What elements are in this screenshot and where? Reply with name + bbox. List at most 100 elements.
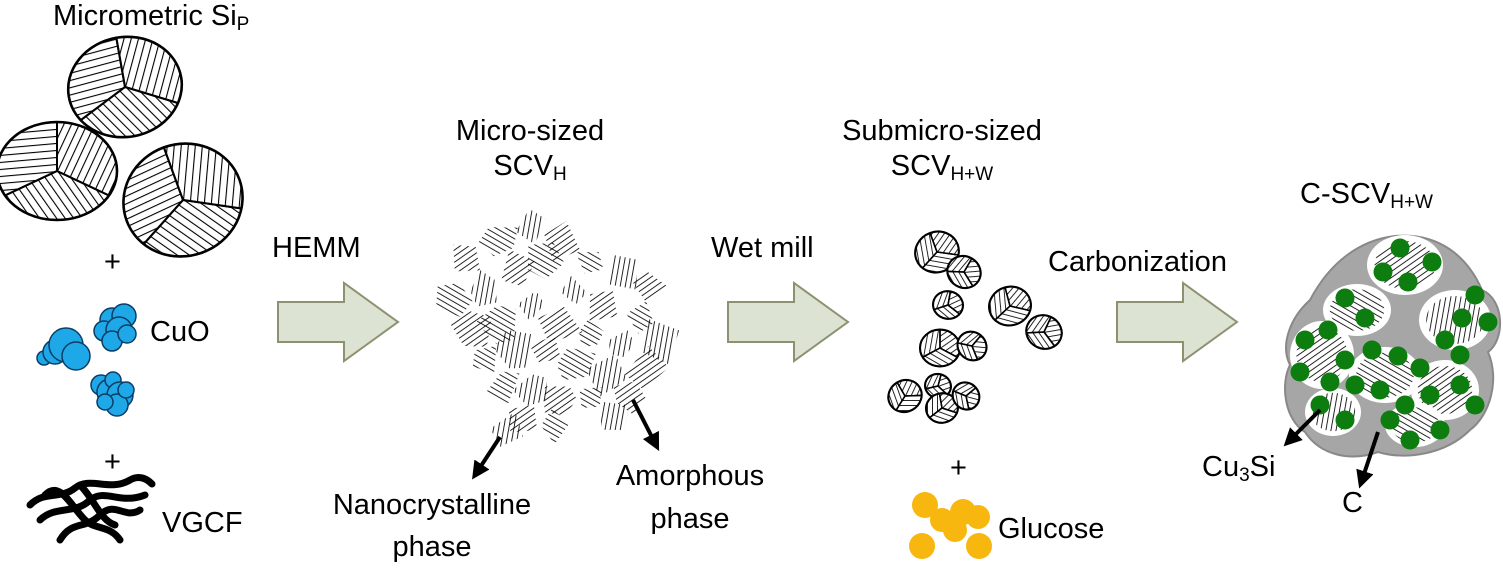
- scvh-fragment: [472, 345, 497, 373]
- amor-label-line2: phase: [650, 503, 730, 535]
- cu3si-pointer-arrow: [1283, 408, 1322, 447]
- carbon-dot: [1295, 330, 1315, 350]
- vgcf-fibers: [26, 474, 156, 544]
- scvhw-particle: [1025, 314, 1063, 350]
- carbonization-arrow: [1116, 281, 1239, 363]
- carbon-dot: [1320, 372, 1340, 392]
- scvh-title-line1: Micro-sized: [455, 115, 605, 147]
- scvh-fragment: [470, 270, 497, 307]
- scvh-fragment: [537, 306, 583, 343]
- carbon-dot: [1430, 420, 1450, 440]
- hemm-label: HEMM: [272, 232, 361, 264]
- scvh-title-line2: SCVH: [493, 150, 567, 185]
- scvh-fragment: [579, 387, 602, 408]
- carbon-dot: [1388, 346, 1408, 366]
- c-scv-composite: [1284, 234, 1501, 458]
- cuo-sphere: [117, 381, 135, 399]
- scvhw-particle: [918, 328, 962, 368]
- hemm-arrow: [277, 281, 400, 363]
- carbon-dot: [1465, 395, 1485, 415]
- carbon-dot: [1400, 430, 1420, 450]
- vgcf-label: VGCF: [162, 507, 243, 539]
- carbon-dot: [1335, 410, 1355, 430]
- scvh-fragment: [486, 371, 520, 404]
- cuo-label: CuO: [150, 316, 210, 348]
- scvh-fragment: [493, 330, 532, 369]
- carbon-dot: [1355, 308, 1375, 328]
- scvh-fragment: [560, 276, 588, 305]
- carbon-dot: [1380, 410, 1400, 430]
- pointer-arrows: [472, 399, 1380, 489]
- scvh-fragment: [579, 319, 604, 347]
- c-label: C: [1342, 487, 1363, 519]
- scvh-fragment: [609, 330, 635, 358]
- scvh-fragment: [516, 208, 546, 245]
- carbonization-label: Carbonization: [1048, 246, 1227, 278]
- scvh-fragment: [527, 242, 565, 280]
- c-pointer-arrow: [1356, 431, 1380, 489]
- carbon-dot: [1290, 362, 1310, 382]
- cuo-sphere: [61, 341, 91, 371]
- scvhw-particle: [988, 285, 1032, 327]
- glucose-sphere: [912, 492, 938, 518]
- scvh-fragment: [585, 354, 627, 397]
- glucose-sphere: [966, 533, 992, 559]
- scvh-fragment-cluster: [436, 208, 680, 447]
- scvh-fragment: [544, 386, 577, 416]
- carbon-dot: [1465, 285, 1485, 305]
- scvh-fragment: [517, 290, 545, 322]
- scvh-fragment: [601, 401, 630, 431]
- carbon-dot: [1398, 272, 1418, 292]
- glucose-sphere: [943, 518, 967, 542]
- cu3si-label: Cu3Si: [1202, 451, 1276, 486]
- scvhw-particle: [887, 378, 923, 414]
- scvh-fragment: [589, 290, 618, 321]
- amor-label-line1: Amorphous: [615, 460, 765, 492]
- scvh-fragment: [633, 271, 668, 303]
- scvh-fragment: [478, 227, 518, 257]
- scvh-fragment: [436, 282, 473, 317]
- si-particle-right: [122, 142, 244, 258]
- scvhw-particle: [946, 254, 982, 290]
- scvhw-particle: [914, 230, 960, 274]
- scvh-fragment: [529, 335, 561, 363]
- carbon-dot: [1318, 320, 1338, 340]
- cuo-spheres: [36, 303, 137, 417]
- plus-sign-2: +: [104, 446, 121, 478]
- cuo-sphere: [117, 324, 137, 344]
- carbon-dot: [1373, 262, 1393, 282]
- nano-pointer-arrow: [472, 435, 502, 480]
- carbon-dot: [1390, 238, 1410, 258]
- process-arrows: [277, 281, 1239, 363]
- scvh-fragment: [540, 408, 569, 445]
- glucose-sphere: [909, 533, 935, 559]
- glucose-label: Glucose: [998, 513, 1105, 545]
- scvh-fragment: [556, 347, 596, 381]
- glucose-spheres: [909, 492, 992, 559]
- cscv-title: C-SCVH+W: [1300, 178, 1433, 213]
- carbon-dot: [1335, 288, 1355, 308]
- scvh-fragment: [606, 255, 638, 290]
- scvh-fragment: [575, 252, 604, 274]
- scvh-fragment: [453, 244, 480, 272]
- scvh-fragment: [501, 249, 536, 287]
- carbon-dot: [1335, 350, 1355, 370]
- scvh-fragment: [512, 374, 548, 406]
- nano-label-line1: Nanocrystalline: [332, 489, 532, 521]
- carbon-dot: [1452, 308, 1472, 328]
- wetmill-label: Wet mill: [711, 232, 814, 264]
- micrometric-si-particles: [0, 35, 244, 258]
- carbon-dot: [1395, 395, 1415, 415]
- carbon-dot: [1422, 252, 1442, 272]
- scvhw-title-line2: SCVH+W: [890, 150, 994, 185]
- carbon-dot: [1450, 375, 1470, 395]
- si-particle-left: [0, 120, 119, 222]
- carbon-dot: [1310, 395, 1330, 415]
- carbon-dot: [1370, 380, 1390, 400]
- wet-mill-arrow: [727, 281, 850, 363]
- scvh-fragment: [624, 346, 669, 390]
- scvhw-title-line1: Submicro-sized: [842, 115, 1042, 147]
- sip-label: Micrometric SiP: [53, 0, 250, 35]
- scvhw-particles: [887, 230, 1063, 424]
- nano-label-line2: phase: [392, 531, 472, 563]
